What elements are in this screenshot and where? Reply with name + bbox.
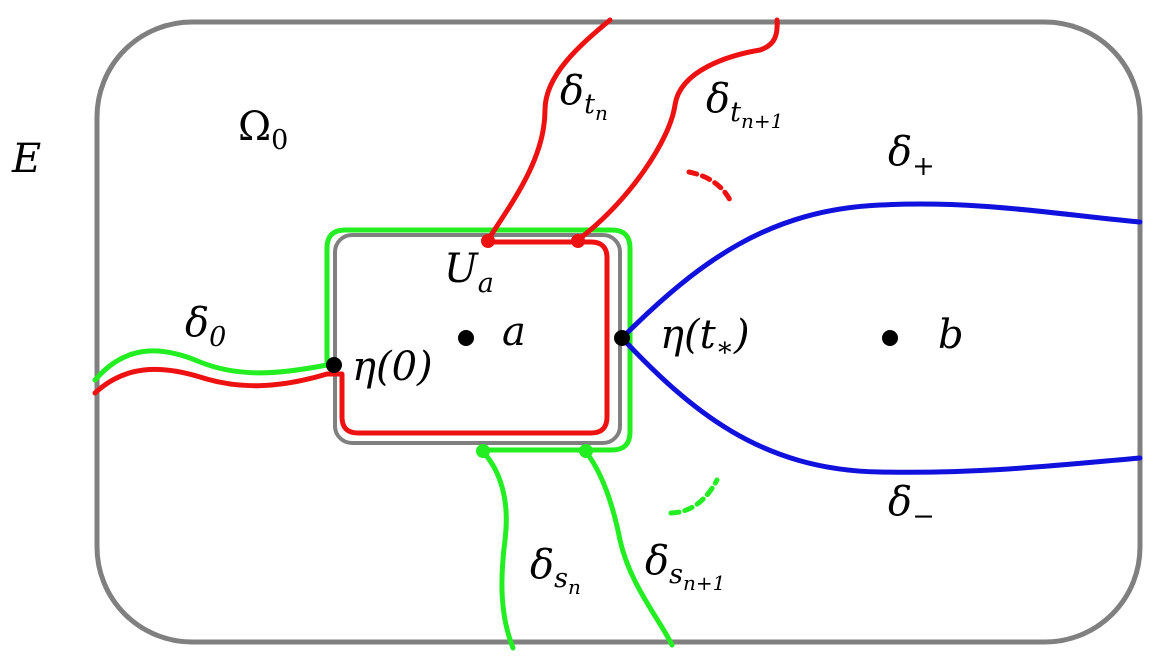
points xyxy=(326,330,898,373)
label-eta0: η(0) xyxy=(352,344,433,390)
label-delta-minus: δ− xyxy=(888,479,935,532)
green-endpoint-delta-sn1 xyxy=(579,444,593,458)
green-endpoint-delta-sn xyxy=(476,444,490,458)
red-boundary-path xyxy=(92,239,610,436)
red-curves xyxy=(92,17,780,436)
label-E: E xyxy=(11,136,41,182)
label-delta0: δ0 xyxy=(185,300,226,353)
green-curve-delta-sn xyxy=(480,449,516,651)
red-endpoint-delta-tn1 xyxy=(571,234,585,248)
label-delta-tn: δtn xyxy=(560,68,608,125)
label-U-a: Ua xyxy=(444,246,494,299)
red-curve-delta-tn xyxy=(485,17,613,243)
point-eta0 xyxy=(326,357,342,373)
label-Omega0: Ω0 xyxy=(238,104,288,156)
red-curve-delta-tn1 xyxy=(575,17,780,243)
label-delta-sn1: δsn+1 xyxy=(645,538,725,595)
point-a xyxy=(458,330,474,346)
red-endpoint-delta-tn xyxy=(481,234,495,248)
blue-curve-delta-minus xyxy=(619,335,1143,475)
green-dotted-arc xyxy=(668,477,720,516)
label-eta-tstar: η(t∗) xyxy=(660,312,750,363)
blue-curve-delta-plus xyxy=(619,201,1143,341)
blue-curves xyxy=(619,201,1143,475)
green-curves xyxy=(92,227,720,651)
point-eta-tstar xyxy=(614,330,630,346)
green-boundary-path xyxy=(92,227,633,453)
red-dotted-arc xyxy=(686,169,733,203)
label-a: a xyxy=(502,309,526,355)
label-delta-tn1: δtn+1 xyxy=(706,76,783,133)
label-delta-sn: δsn xyxy=(530,542,581,599)
label-b: b xyxy=(938,312,964,358)
outer-domain-boundary xyxy=(94,19,1143,645)
point-b xyxy=(882,330,898,346)
label-delta-plus: δ+ xyxy=(888,129,935,182)
green-curve-delta-sn1 xyxy=(583,449,675,648)
curve-endpoints xyxy=(476,234,593,458)
